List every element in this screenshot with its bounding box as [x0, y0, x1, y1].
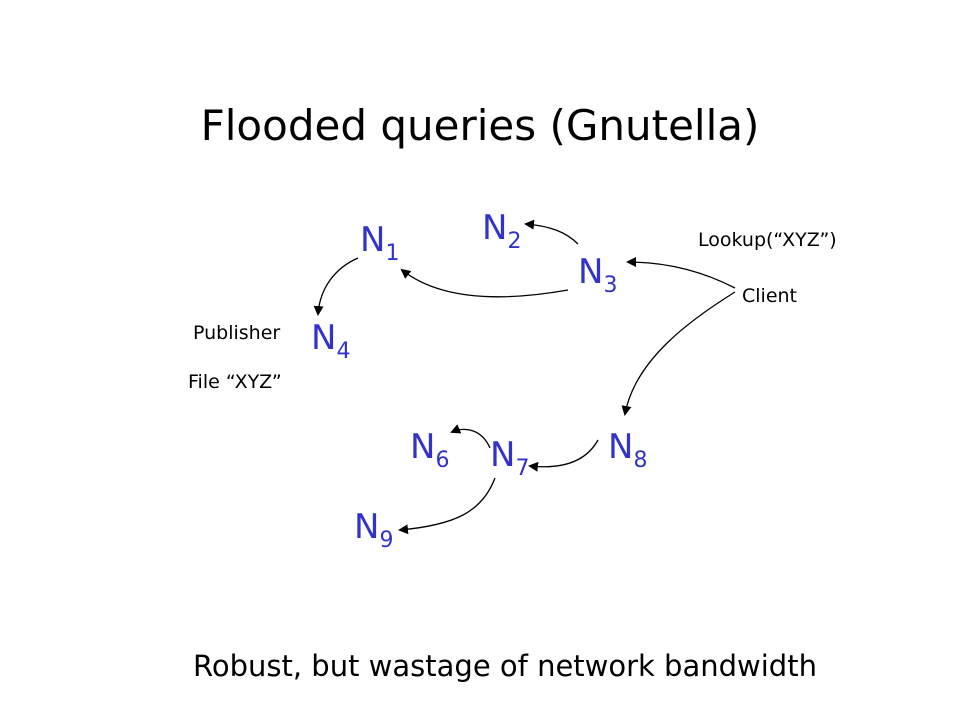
arrow-n8-to-n7: [528, 439, 599, 472]
node-n2-letter: N: [482, 208, 508, 248]
node-n1-index: 1: [385, 241, 400, 266]
node-n1: N1: [360, 220, 399, 265]
publisher-label: Publisher: [193, 322, 281, 344]
node-n8-index: 8: [633, 448, 648, 473]
lookup-label: Lookup(“XYZ”): [698, 229, 837, 251]
node-n7: N7: [490, 435, 529, 480]
node-n9: N9: [354, 507, 393, 552]
node-n2: N2: [482, 208, 521, 253]
node-n2-index: 2: [507, 229, 522, 254]
node-n6: N6: [410, 427, 449, 472]
arrow-n3-to-n2: [524, 219, 579, 245]
arrow-n3-to-n1: [400, 268, 569, 298]
node-n6-index: 6: [435, 448, 450, 473]
arrow-client-to-n8: [621, 291, 736, 416]
client-label: Client: [742, 285, 798, 307]
node-n7-index: 7: [515, 456, 530, 481]
slide-title: Flooded queries (Gnutella): [200, 101, 760, 150]
arrow-client-to-n3: [626, 257, 736, 289]
node-n4: N4: [311, 318, 350, 363]
node-n7-letter: N: [490, 435, 516, 475]
node-n8: N8: [608, 427, 647, 472]
node-n1-letter: N: [360, 220, 386, 260]
node-n9-index: 9: [379, 528, 394, 553]
file-label: File “XYZ”: [188, 371, 282, 393]
arrow-n7-to-n9: [398, 477, 496, 535]
arrow-n7-to-n6: [450, 424, 491, 449]
footer-caption: Robust, but wastage of network bandwidth: [193, 649, 817, 683]
node-n4-letter: N: [311, 318, 337, 358]
node-n3-index: 3: [603, 273, 618, 298]
node-n8-letter: N: [608, 427, 634, 467]
node-n3: N3: [578, 252, 617, 297]
arrow-n1-to-n4: [313, 257, 359, 316]
node-n3-letter: N: [578, 252, 604, 292]
node-n9-letter: N: [354, 507, 380, 547]
node-n4-index: 4: [336, 339, 351, 364]
node-n6-letter: N: [410, 427, 436, 467]
